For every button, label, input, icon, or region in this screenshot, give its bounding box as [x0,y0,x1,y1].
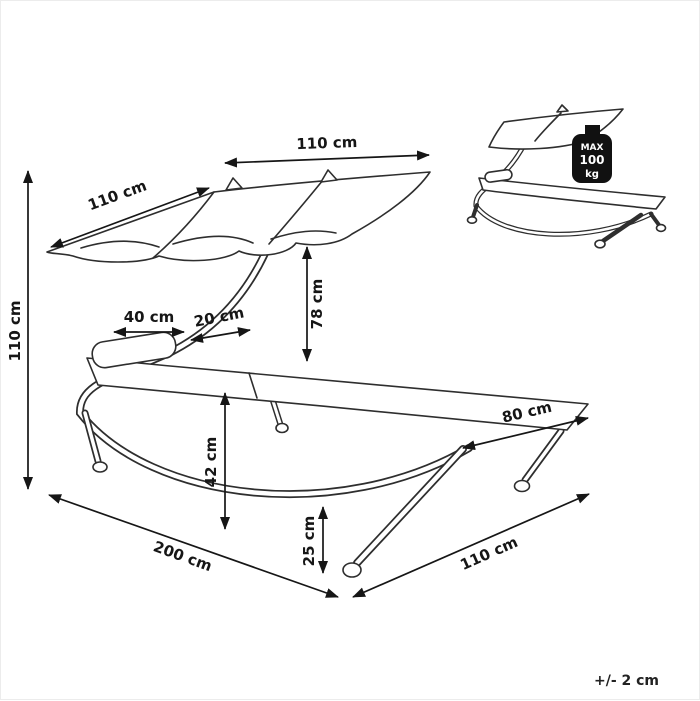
dim-headrest-depth-label: 20 cm [192,303,245,330]
weight-body [572,134,612,183]
dim-pillow-width-label: 40 cm [124,308,175,326]
dim-overall-height-label: 110 cm [6,300,24,361]
inset-right-foot [655,223,667,233]
weight-label-max: MAX [581,143,604,153]
middle-foot-cap [275,422,289,434]
inset-front-foot [594,239,606,249]
left-leg [81,409,108,473]
inset-bed-surface [478,177,666,210]
front-foot [342,562,362,578]
dim-leg-height-label: 25 cm [300,516,318,567]
dim-leg-height: 25 cm [300,506,328,574]
right-foot [513,479,531,493]
inset-left-foot [466,216,478,225]
inset-right-leg [649,212,661,227]
canopy-tab-1 [225,177,243,191]
dim-canopy-width: 110 cm [224,133,430,168]
tolerance-note: +/- 2 cm [594,673,659,689]
right-leg [513,427,565,493]
dim-pillow-width: 40 cm [113,308,185,337]
dim-canopy-depth-label: 110 cm [86,176,150,214]
weight-label-100: 100 [579,153,604,167]
dim-canopy-to-bed: 78 cm [302,246,326,362]
pillow [91,331,177,369]
middle-foot [270,398,289,434]
frame-tube-inner [77,246,472,497]
dim-overall-height: 110 cm [6,170,33,490]
inset-canopy-tab [556,104,569,113]
dim-bed-height-label: 42 cm [202,437,220,488]
dim-canopy-width-label: 110 cm [296,133,358,153]
dim-canopy-to-bed-label: 78 cm [308,279,326,330]
dim-overall-width: 110 cm [352,493,590,598]
left-leg-tube-inner [83,411,100,463]
canopy-fold-3 [270,230,337,240]
inset-left-leg [471,203,479,219]
weight-label-kg: kg [585,169,599,180]
middle-foot-stub-inner [271,399,282,425]
dim-overall-width-label: 110 cm [457,533,520,574]
canopy-tab-2 [320,169,338,183]
inset-canopy-seam [534,112,562,142]
max-weight-icon: MAX 100 kg [572,125,612,183]
front-leg-tube-inner [354,446,466,566]
right-leg-tube-inner [523,429,563,482]
dim-overall-length: 200 cm [48,494,339,598]
max-load-inset: MAX 100 kg [466,104,667,249]
left-foot [92,461,108,473]
inset-front-leg [600,212,644,244]
canopy [46,169,431,263]
bed-headrest-seam [248,372,258,399]
front-leg [342,445,467,578]
inset-pillow [484,168,513,183]
dim-bed-height: 42 cm [202,392,230,530]
